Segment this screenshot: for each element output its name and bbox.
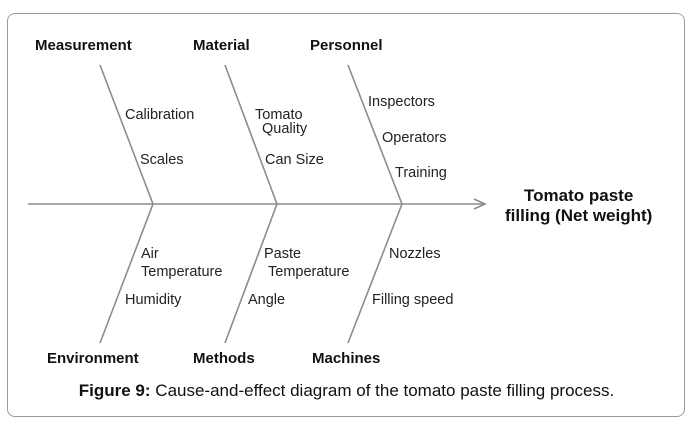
- cause-scales: Scales: [140, 152, 184, 168]
- cause-humidity: Humidity: [125, 292, 182, 308]
- bone-measurement: [99, 64, 154, 205]
- effect-line-2: filling (Net weight): [505, 206, 653, 225]
- cause-nozzles: Nozzles: [389, 246, 441, 262]
- cause-temperature: Temperature: [141, 264, 223, 280]
- cause-tomato: Tomato: [255, 107, 303, 123]
- category-personnel: Personnel: [310, 37, 383, 54]
- caption-text: Cause-and-effect diagram of the tomato p…: [150, 381, 615, 400]
- spine-arrowhead: [473, 198, 487, 210]
- bone-methods: [224, 203, 278, 344]
- effect-label: Tomato paste filling (Net weight): [505, 186, 652, 226]
- bone-personnel: [347, 64, 403, 205]
- cause-operators: Operators: [382, 130, 447, 146]
- category-machines: Machines: [312, 350, 381, 367]
- category-methods: Methods: [193, 350, 255, 367]
- cause-quality: Quality: [262, 121, 308, 137]
- category-environment: Environment: [47, 350, 139, 367]
- cause-paste: Paste: [264, 246, 302, 262]
- cause-inspectors: Inspectors: [368, 94, 435, 110]
- figure-caption: Figure 9: Cause-and-effect diagram of th…: [0, 381, 693, 401]
- category-material: Material: [193, 37, 250, 54]
- bone-environment: [99, 203, 154, 344]
- cause-air: Air: [141, 246, 159, 262]
- bone-machines: [347, 203, 403, 344]
- cause-angle: Angle: [248, 292, 286, 308]
- cause-can-size: Can Size: [265, 152, 324, 168]
- category-measurement: Measurement: [35, 37, 132, 54]
- effect-line-1: Tomato paste: [524, 186, 634, 205]
- caption-label: Figure 9:: [78, 381, 151, 400]
- cause-calibration: Calibration: [125, 107, 195, 123]
- cause-paste-temperature: Temperature: [268, 264, 350, 280]
- figure-frame: [7, 13, 685, 417]
- cause-filling-speed: Filling speed: [372, 292, 454, 308]
- bone-material: [224, 64, 278, 205]
- cause-training: Training: [395, 165, 447, 181]
